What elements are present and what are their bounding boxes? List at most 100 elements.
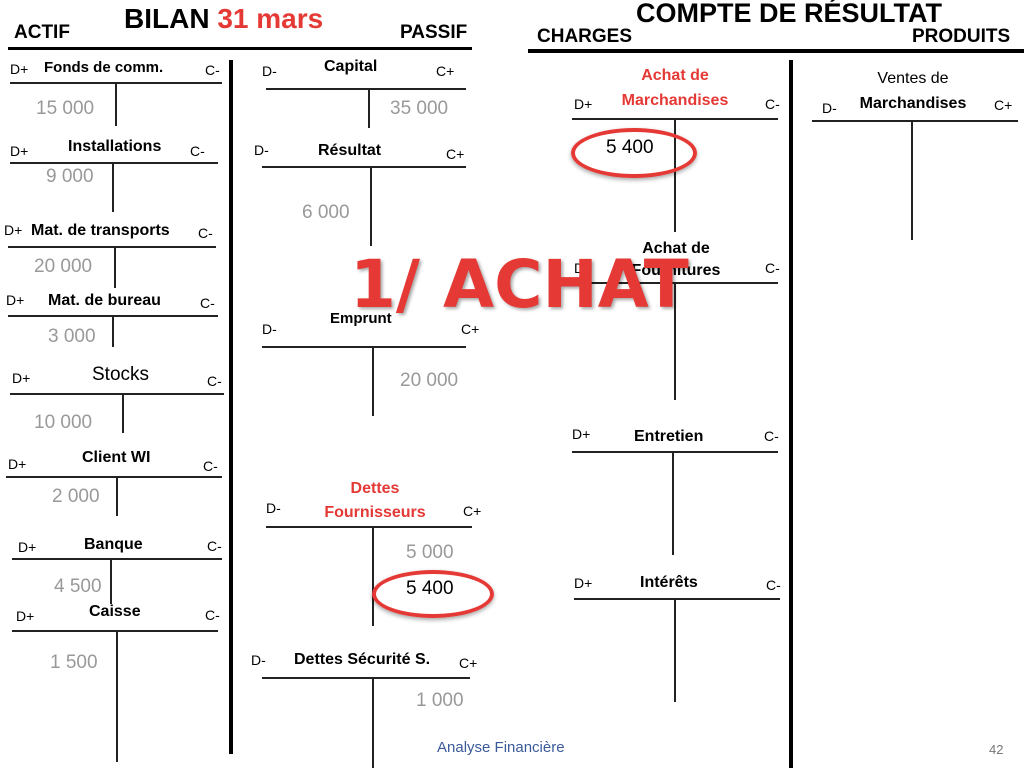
charges-header: CHARGES bbox=[537, 26, 633, 47]
entretien-credit-sign: C- bbox=[764, 428, 779, 444]
produits-header: PRODUITS bbox=[912, 26, 1011, 47]
resultat-label: Résultat bbox=[318, 142, 382, 159]
emprunt-label: Emprunt bbox=[330, 310, 392, 327]
actif-passif-separator bbox=[229, 60, 233, 754]
entretien-label: Entretien bbox=[634, 428, 704, 445]
resultat-credit-sign: C+ bbox=[446, 146, 465, 162]
caisse-label: Caisse bbox=[89, 603, 141, 620]
bureau-t-account-vertical bbox=[112, 315, 114, 347]
dettes-securite-label: Dettes Sécurité S. bbox=[294, 651, 431, 668]
caisse-debit-sign: D+ bbox=[16, 608, 35, 624]
resultat-t-account-horizontal bbox=[262, 166, 466, 168]
dettes-fournisseurs-t-account-horizontal bbox=[266, 526, 472, 528]
bilan-label: BILAN bbox=[124, 3, 210, 34]
interets-label: Intérêts bbox=[640, 574, 698, 591]
entretien-debit-sign: D+ bbox=[572, 426, 591, 442]
client-wi-label: Client WI bbox=[82, 449, 151, 466]
achat-fournitures-t-account-vertical bbox=[674, 282, 676, 400]
transports-debit-sign: D+ bbox=[4, 222, 23, 238]
dettes-securite-debit-sign: D- bbox=[251, 652, 266, 668]
dettes-fournisseurs-credit-sign: C+ bbox=[463, 503, 482, 519]
dettes-securite-value: 1 000 bbox=[416, 690, 464, 711]
emprunt-t-account-horizontal bbox=[262, 346, 466, 348]
resultat-value: 6 000 bbox=[302, 202, 350, 223]
dettes-fournisseurs-label-line1: Dettes bbox=[350, 480, 400, 497]
achat-fournitures-debit-sign: D+ bbox=[574, 260, 593, 276]
charges-produits-separator bbox=[789, 60, 793, 768]
bilan-title: BILAN 31 mars bbox=[124, 3, 323, 35]
emprunt-credit-sign: C+ bbox=[461, 321, 480, 337]
banque-t-account-horizontal bbox=[12, 558, 222, 560]
client-debit-sign: D+ bbox=[8, 456, 27, 472]
client-credit-sign: C- bbox=[203, 458, 218, 474]
capital-credit-sign: C+ bbox=[436, 63, 455, 79]
materiel-bureau-label: Mat. de bureau bbox=[48, 292, 161, 309]
banque-t-account-vertical bbox=[110, 558, 112, 604]
dettes-fournisseurs-debit-sign: D- bbox=[266, 500, 281, 516]
achat-marchandises-highlight-circle bbox=[571, 128, 697, 178]
dettes-securite-t-account-vertical bbox=[372, 677, 374, 768]
fonds-debit-sign: D+ bbox=[10, 61, 29, 77]
caisse-t-account-horizontal bbox=[12, 630, 218, 632]
ventes-marchandises-credit-sign: C+ bbox=[994, 97, 1013, 113]
achat-marchandises-t-account-vertical bbox=[674, 118, 676, 232]
interets-debit-sign: D+ bbox=[574, 575, 593, 591]
ventes-marchandises-label-line1: Ventes de bbox=[877, 70, 949, 87]
banque-label: Banque bbox=[84, 536, 143, 553]
caisse-value: 1 500 bbox=[50, 652, 98, 673]
overlay-title-achat: 1/ ACHAT bbox=[350, 246, 689, 323]
transports-credit-sign: C- bbox=[198, 225, 213, 241]
client-wi-value: 2 000 bbox=[52, 486, 100, 507]
fonds-de-commerce-value: 15 000 bbox=[36, 98, 95, 119]
fonds-credit-sign: C- bbox=[205, 62, 220, 78]
bureau-credit-sign: C- bbox=[200, 295, 215, 311]
achat-marchandises-label-line1: Achat de bbox=[641, 67, 709, 84]
dettes-fournisseurs-t-account-vertical bbox=[372, 526, 374, 626]
stocks-credit-sign: C- bbox=[207, 373, 222, 389]
banque-debit-sign: D+ bbox=[18, 539, 37, 555]
achat-fournitures-label-line1: Achat de bbox=[642, 240, 710, 257]
client-t-account-horizontal bbox=[6, 476, 222, 478]
interets-credit-sign: C- bbox=[766, 577, 781, 593]
bilan-header-rule bbox=[8, 47, 472, 50]
resultat-t-account-vertical bbox=[370, 166, 372, 246]
capital-debit-sign: D- bbox=[262, 63, 277, 79]
emprunt-value: 20 000 bbox=[400, 370, 459, 391]
dettes-fournisseurs-value: 5 000 bbox=[406, 542, 454, 563]
stocks-value: 10 000 bbox=[34, 412, 93, 433]
client-t-account-vertical bbox=[116, 476, 118, 516]
dettes-fournisseurs-label: Dettes Fournisseurs bbox=[316, 477, 434, 525]
dettes-fournisseurs-highlight-circle bbox=[372, 570, 494, 618]
stocks-label: Stocks bbox=[92, 364, 150, 385]
stocks-t-account-vertical bbox=[122, 393, 124, 433]
resultat-debit-sign: D- bbox=[254, 142, 269, 158]
achat-marchandises-label: Achat de Marchandises bbox=[610, 63, 740, 113]
achat-fournitures-label-line2: Fournitures bbox=[631, 262, 721, 279]
footer-text: Analyse Financière bbox=[437, 739, 565, 756]
installations-debit-sign: D+ bbox=[10, 143, 29, 159]
installations-label: Installations bbox=[68, 138, 162, 155]
achat-marchandises-debit-sign: D+ bbox=[574, 96, 593, 112]
fonds-t-account-vertical bbox=[115, 82, 117, 126]
passif-header: PASSIF bbox=[400, 22, 468, 43]
emprunt-t-account-vertical bbox=[372, 346, 374, 416]
entretien-t-account-vertical bbox=[672, 451, 674, 555]
stocks-t-account-horizontal bbox=[10, 393, 224, 395]
actif-header: ACTIF bbox=[14, 22, 70, 43]
ventes-marchandises-debit-sign: D- bbox=[822, 100, 837, 116]
ventes-marchandises-label-line2: Marchandises bbox=[859, 95, 967, 112]
bilan-date: 31 mars bbox=[217, 3, 324, 34]
compte-resultat-title: COMPTE DE RÉSULTAT bbox=[636, 0, 942, 28]
achat-fournitures-label: Achat de Fournitures bbox=[610, 238, 742, 282]
ventes-marchandises-t-account-horizontal bbox=[812, 120, 1018, 122]
transports-t-account-horizontal bbox=[8, 246, 216, 248]
achat-fournitures-credit-sign: C- bbox=[765, 260, 780, 276]
resultat-header-rule bbox=[528, 49, 1024, 53]
materiel-transports-label: Mat. de transports bbox=[31, 222, 170, 239]
transports-t-account-vertical bbox=[114, 246, 116, 288]
capital-t-account-vertical bbox=[368, 88, 370, 128]
caisse-credit-sign: C- bbox=[205, 607, 220, 623]
bureau-debit-sign: D+ bbox=[6, 292, 25, 308]
installations-credit-sign: C- bbox=[190, 143, 205, 159]
caisse-t-account-vertical bbox=[116, 630, 118, 762]
